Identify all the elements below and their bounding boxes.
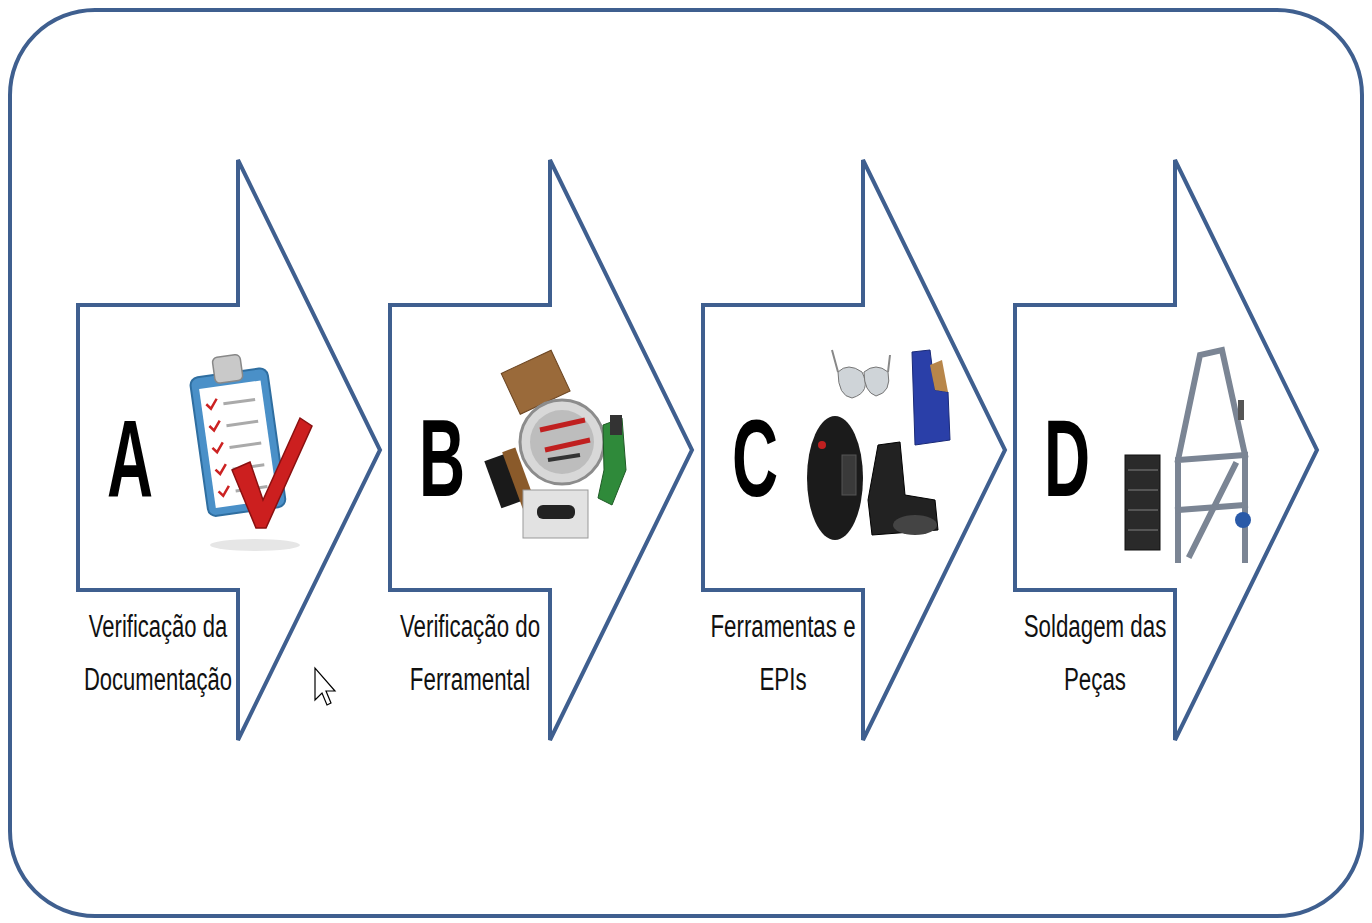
arrow-outline: [1015, 160, 1317, 740]
ppe-icon: [807, 350, 950, 540]
tools-icon: [484, 350, 626, 538]
process-arrow: A Verificação da Documentação: [76, 156, 384, 744]
mouse-cursor: [315, 668, 335, 705]
step-caption: Verificação da Documentação: [76, 600, 239, 706]
checklist-icon: [187, 351, 312, 551]
arrow-outline: [78, 160, 380, 740]
step-caption: Soldagem das Peças: [1012, 600, 1178, 706]
process-arrow: D Soldagem das Peças: [1013, 156, 1321, 744]
outer-frame: [10, 10, 1362, 916]
step-letter: D: [1036, 403, 1099, 513]
arrow-outline: [390, 160, 692, 740]
step-caption: Verificação do Ferramental: [387, 600, 553, 706]
step-letter: A: [99, 403, 162, 513]
step-letter: B: [411, 403, 474, 513]
step-letter: C: [724, 403, 787, 513]
process-arrow: B Verificação do Ferramental: [388, 156, 696, 744]
process-arrow: C Ferramentas e EPIs: [701, 156, 1009, 744]
step-caption: Ferramentas e EPIs: [700, 600, 866, 706]
arrow-outline: [703, 160, 1005, 740]
welded-frame-icon: [1125, 350, 1251, 560]
